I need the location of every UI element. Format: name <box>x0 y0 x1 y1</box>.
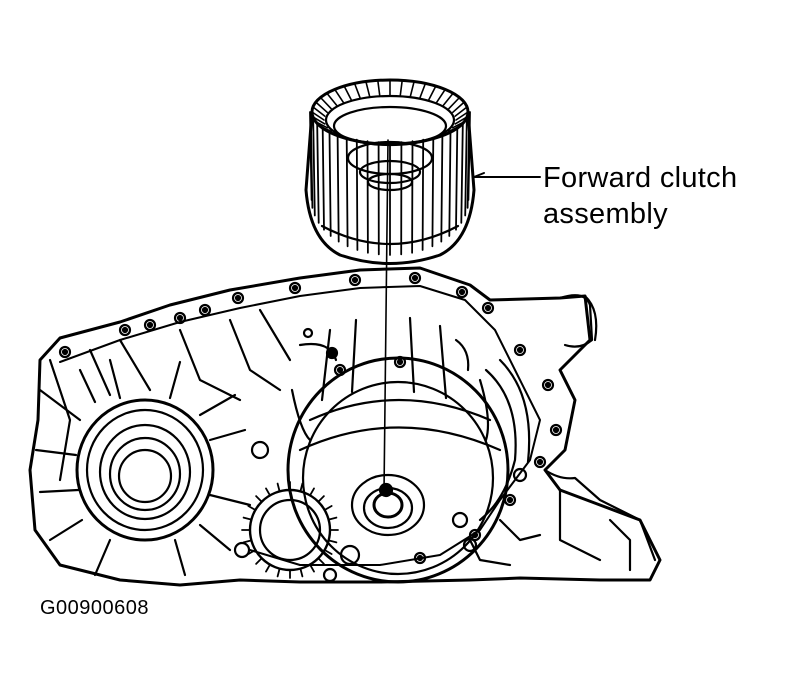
gear-teeth <box>241 481 339 579</box>
alignment-line <box>383 139 389 493</box>
callout-line-1: Forward clutch <box>543 162 738 194</box>
drum-splines <box>309 111 471 256</box>
callout-line-2: assembly <box>543 198 668 230</box>
figure-id: G00900608 <box>40 597 150 619</box>
flange-bolt-holes <box>58 271 563 565</box>
forward-clutch-label: Forward clutch assembly <box>543 160 737 232</box>
forward-clutch-drum <box>304 78 476 265</box>
transmission-case <box>28 266 662 587</box>
drum-top-teeth <box>311 79 469 146</box>
